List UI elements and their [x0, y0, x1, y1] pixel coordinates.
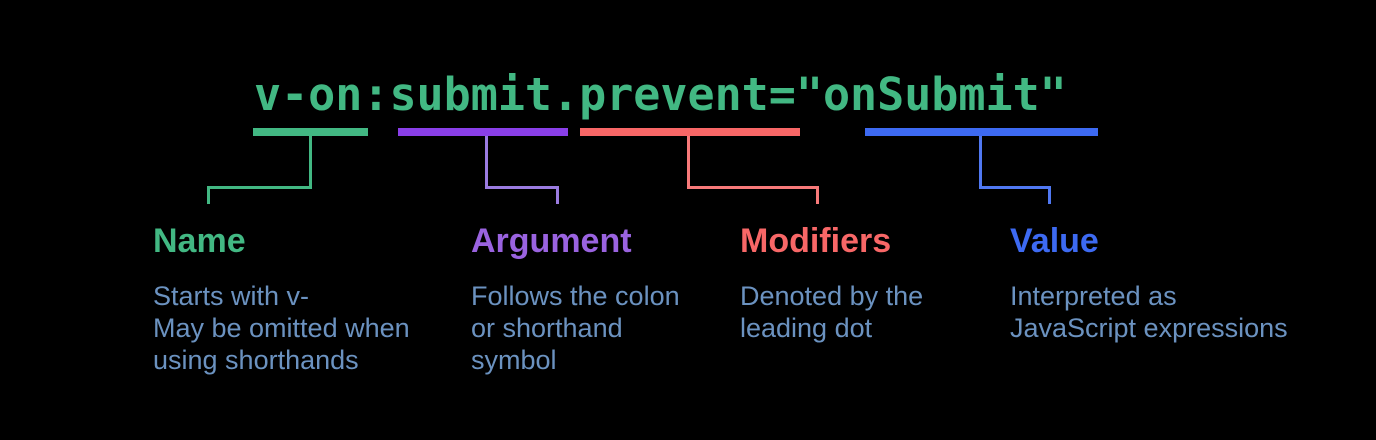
argument-label: Argument — [471, 222, 632, 260]
argument-description: Follows the colon or shorthand symbol — [471, 281, 680, 375]
name-connector-horizontal — [207, 186, 312, 189]
value-connector-tip — [1048, 186, 1051, 204]
argument-connector-tip — [556, 186, 559, 204]
name-label: Name — [153, 222, 246, 260]
argument-connector-horizontal — [485, 186, 559, 189]
modifiers-description: Denoted by the leading dot — [740, 281, 924, 343]
value-underline-bar — [865, 128, 1098, 136]
value-connector-horizontal — [979, 186, 1051, 189]
modifiers-label: Modifiers — [740, 222, 892, 260]
name-description: Starts with v- May be omitted when using… — [153, 281, 410, 375]
argument-connector-vertical — [485, 136, 488, 189]
value-connector-vertical — [979, 136, 982, 189]
code-snippet: v-on:submit.prevent="onSubmit" — [254, 68, 1067, 121]
modifiers-connector-tip — [816, 186, 819, 204]
modifiers-connector-vertical — [687, 136, 690, 189]
name-connector-vertical — [309, 136, 312, 189]
modifiers-connector-horizontal — [687, 186, 819, 189]
value-description: Interpreted as JavaScript expressions — [1010, 281, 1288, 343]
modifiers-underline-bar — [580, 128, 800, 136]
name-underline-bar — [253, 128, 368, 136]
value-label: Value — [1010, 222, 1099, 260]
name-connector-tip — [207, 186, 210, 204]
argument-underline-bar — [398, 128, 568, 136]
